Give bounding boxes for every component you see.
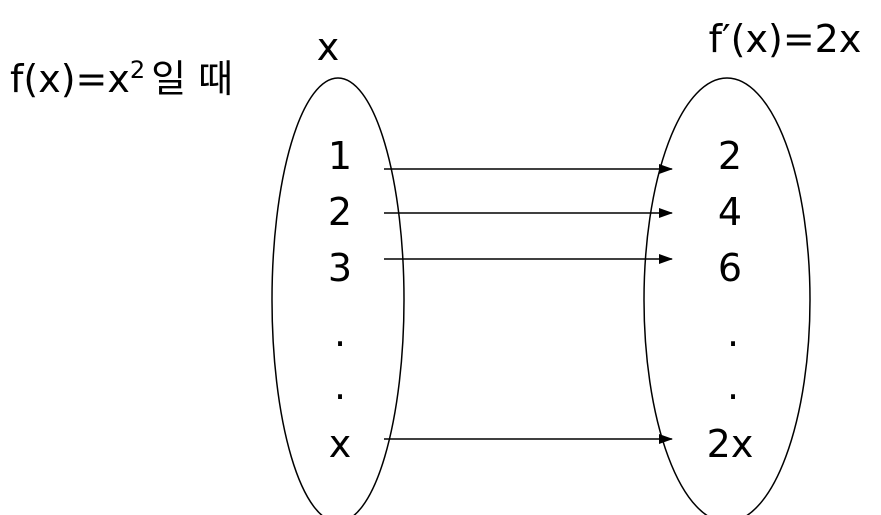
codomain-item: 2x: [707, 422, 754, 466]
domain-item: x: [329, 422, 352, 466]
codomain-set-label: f′(x)=2x: [709, 17, 862, 61]
codomain-item: 6: [718, 246, 742, 290]
domain-item: 1: [328, 134, 352, 178]
domain-item: 2: [328, 190, 352, 234]
function-condition-text: 일 때: [151, 57, 233, 101]
codomain-item: .: [727, 364, 739, 408]
domain-set-ellipse: [271, 77, 405, 515]
domain-item: .: [334, 364, 346, 408]
domain-set-label: x: [317, 25, 340, 69]
codomain-item: .: [727, 311, 739, 355]
domain-item: 3: [328, 246, 352, 290]
codomain-item: 4: [718, 190, 742, 234]
codomain-set-ellipse: [643, 77, 811, 515]
function-base-text: f(x)=x: [10, 57, 130, 101]
codomain-item: 2: [718, 134, 742, 178]
domain-item: .: [334, 311, 346, 355]
function-exponent-text: 2: [130, 56, 145, 84]
